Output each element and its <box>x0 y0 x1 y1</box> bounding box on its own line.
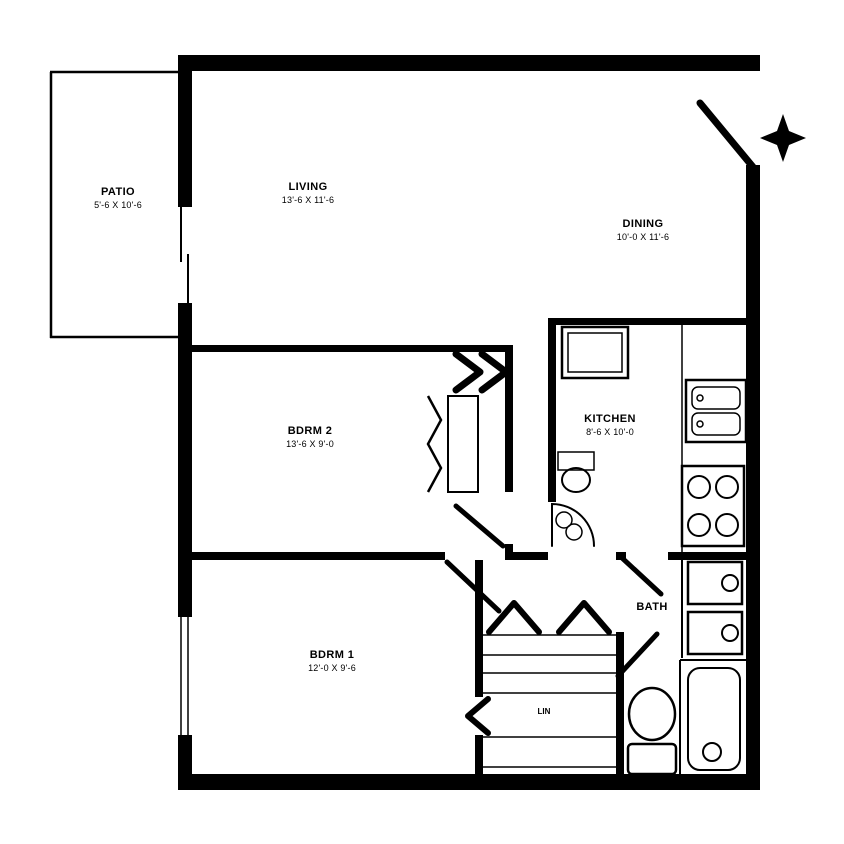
bifold-chevron-2 <box>556 600 612 635</box>
bedroom1-label: BDRM 1 <box>310 649 355 661</box>
sink-drain-1 <box>696 394 704 402</box>
door-bath-upper <box>618 554 664 597</box>
linen-label-backing <box>527 703 561 718</box>
bedroom2-closet <box>426 395 479 493</box>
hall-fixture-circle-2 <box>565 523 583 541</box>
wall-bedroom1-top-a <box>192 552 445 560</box>
refrigerator <box>560 325 630 380</box>
hall-fixture-circle-1 <box>555 511 573 529</box>
tub-basin <box>687 667 741 771</box>
patio-sliding-door <box>180 207 189 303</box>
kitchen-fixtures <box>555 325 748 552</box>
wall-living-bedroom2 <box>192 345 510 352</box>
refrigerator-inner <box>567 332 623 373</box>
door-bedroom2 <box>453 503 506 549</box>
bath-fixtures <box>626 556 746 778</box>
bifold-chevron-1 <box>486 600 542 635</box>
dryer-body <box>686 610 744 656</box>
kitchen-sink <box>684 378 748 444</box>
interior-walls <box>192 318 746 774</box>
wall-hall-vertical-upper <box>505 345 513 492</box>
sink-counter <box>684 378 748 444</box>
entry <box>696 99 806 171</box>
sink-bowl-2 <box>691 412 741 436</box>
closet-bifold-zigzag <box>426 395 443 493</box>
washer-body <box>686 560 744 606</box>
door-swings <box>444 502 664 679</box>
living-label: LIVING <box>288 181 327 193</box>
wall-bedroom1-top-b <box>505 552 548 560</box>
bifold-chevron-left <box>465 696 491 736</box>
washer-knob <box>721 574 739 592</box>
living-dims: 13'-6 X 11'-6 <box>282 195 334 205</box>
bath-label: BATH <box>636 601 667 613</box>
burner-4 <box>715 513 739 537</box>
bathtub <box>679 659 746 778</box>
wall-bedroom1-right-upper <box>475 560 483 697</box>
dining-dims: 10'-0 X 11'-6 <box>617 232 669 242</box>
bedroom1-window <box>180 617 189 735</box>
washer <box>686 560 744 606</box>
wall-right <box>746 165 760 790</box>
toilet-tank <box>626 742 678 776</box>
burner-2 <box>715 475 739 499</box>
wall-kitchen-top <box>548 318 746 325</box>
door-kitchen-arc <box>551 502 595 547</box>
dining-label: DINING <box>623 218 664 230</box>
wall-bottom <box>178 774 760 790</box>
linen-label: LIN <box>538 707 551 716</box>
dryer-knob <box>721 624 739 642</box>
toilet <box>626 686 678 776</box>
bedroom2-label: BDRM 2 <box>288 425 333 437</box>
wall-closet-bath <box>616 632 624 774</box>
refrigerator-outer <box>560 325 630 380</box>
wall-kitchen-left <box>548 318 556 502</box>
tub-drain <box>702 742 722 762</box>
exterior-walls <box>178 55 760 790</box>
toilet-bowl <box>627 686 677 742</box>
room-labels: PATIO 5'-6 X 10'-6 LIVING 13'-6 X 11'-6 … <box>94 181 669 716</box>
hall-sink-counter <box>557 451 595 471</box>
hall-closet-bifolds <box>465 600 612 736</box>
patio-label: PATIO <box>101 186 135 198</box>
wall-bedroom1-right-lower <box>475 735 483 774</box>
burner-1 <box>687 475 711 499</box>
patio-walls <box>49 70 192 339</box>
sink-drain-2 <box>696 420 704 428</box>
arrow-chevron-1 <box>452 350 484 394</box>
bedroom1-dims: 12'-0 X 9'-6 <box>308 663 356 673</box>
compass-star-icon <box>760 114 806 162</box>
hall-sink-basin <box>561 467 591 493</box>
wall-left-middle <box>178 303 192 617</box>
door-bath-lower <box>615 631 660 679</box>
wall-left-upper <box>178 55 192 207</box>
wall-top <box>178 55 760 71</box>
dryer <box>686 610 744 656</box>
door-bedroom1 <box>444 559 502 614</box>
arrow-chevron-2 <box>478 350 510 394</box>
entry-door-panel <box>696 99 757 171</box>
kitchen-label: KITCHEN <box>584 413 636 425</box>
passage-arrow-icon <box>452 350 510 394</box>
closet-box <box>447 395 479 493</box>
wall-hall-vertical-stub <box>505 544 513 554</box>
linen-closet <box>480 634 616 768</box>
hall-sink-fixture <box>555 451 595 541</box>
sink-bowl-1 <box>691 386 741 410</box>
wall-bath-top-b <box>668 552 746 560</box>
stove <box>680 464 746 548</box>
stove-body <box>680 464 746 548</box>
bedroom2-dims: 13'-6 X 9'-0 <box>286 439 334 449</box>
burner-3 <box>687 513 711 537</box>
kitchen-dims: 8'-6 X 10'-0 <box>586 427 634 437</box>
patio-dims: 5'-6 X 10'-6 <box>94 200 142 210</box>
